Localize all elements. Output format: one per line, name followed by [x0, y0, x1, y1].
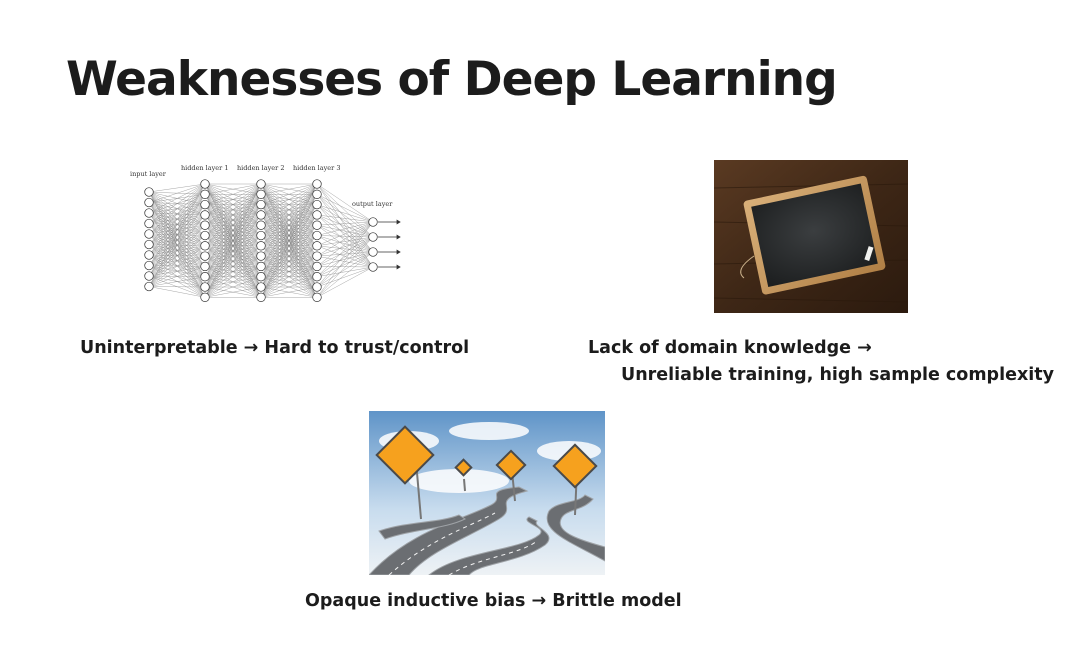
caption-uninterpretable: Uninterpretable → Hard to trust/control — [80, 338, 470, 358]
network-node — [144, 250, 154, 260]
network-node — [256, 261, 266, 272]
network-node — [144, 271, 154, 281]
network-node — [256, 220, 266, 230]
output-arrowhead — [396, 264, 401, 270]
network-node — [200, 189, 210, 199]
network-node — [144, 229, 154, 239]
network-node — [200, 241, 210, 251]
hidden-layer-1-label: hidden layer 1 — [181, 164, 228, 172]
network-node — [368, 232, 378, 242]
network-node — [312, 189, 322, 199]
network-node — [312, 272, 322, 282]
network-node — [368, 262, 378, 272]
network-node — [256, 210, 266, 220]
input-layer-label: input layer — [130, 170, 167, 178]
network-node — [144, 187, 154, 197]
network-node — [256, 292, 266, 302]
chalkboard-photo — [714, 160, 908, 313]
network-node — [200, 282, 210, 292]
network-node — [144, 197, 154, 208]
network-node — [200, 199, 210, 210]
network-node — [256, 199, 266, 210]
network-node — [312, 282, 322, 292]
hidden-layer-3-label: hidden layer 3 — [293, 164, 340, 172]
hidden-layer-2-label: hidden layer 2 — [237, 164, 284, 172]
network-node — [256, 272, 266, 282]
slide-title: Weaknesses of Deep Learning — [66, 52, 838, 107]
output-layer-label: output layer — [352, 200, 393, 208]
output-arrowhead — [396, 249, 401, 255]
network-node — [200, 210, 210, 220]
network-node — [144, 218, 154, 229]
network-node — [256, 230, 266, 241]
network-node — [256, 179, 266, 189]
network-node — [312, 230, 322, 241]
neural-network-diagram: input layer hidden layer 1 hidden layer … — [130, 164, 401, 302]
network-node — [312, 220, 322, 230]
network-node — [200, 272, 210, 282]
network-node — [200, 261, 210, 272]
network-connections — [148, 183, 374, 298]
crossroads-signs-photo — [369, 411, 605, 575]
network-node — [144, 239, 154, 250]
network-node — [312, 241, 322, 251]
network-node — [144, 208, 154, 218]
network-node — [256, 189, 266, 199]
network-node — [144, 260, 154, 271]
network-node — [368, 217, 378, 227]
caption-inductive-bias: Opaque inductive bias → Brittle model — [305, 591, 682, 611]
caption-domain-knowledge: Lack of domain knowledge → — [588, 338, 872, 358]
output-arrows — [378, 219, 401, 270]
network-node — [256, 282, 266, 292]
network-node — [200, 292, 210, 302]
network-node — [312, 210, 322, 220]
network-node — [256, 251, 266, 261]
network-node — [312, 251, 322, 261]
network-node — [368, 247, 378, 257]
network-node — [312, 292, 322, 302]
network-node — [256, 241, 266, 251]
network-node — [312, 179, 322, 189]
network-node — [144, 281, 154, 292]
network-node — [312, 199, 322, 210]
network-node — [200, 179, 210, 189]
network-node — [200, 230, 210, 241]
output-arrowhead — [396, 234, 401, 240]
network-node — [312, 261, 322, 272]
network-node — [200, 220, 210, 230]
caption-unreliable-training: Unreliable training, high sample complex… — [621, 365, 1055, 385]
output-arrowhead — [396, 219, 401, 225]
network-nodes — [144, 179, 378, 302]
network-node — [200, 251, 210, 261]
